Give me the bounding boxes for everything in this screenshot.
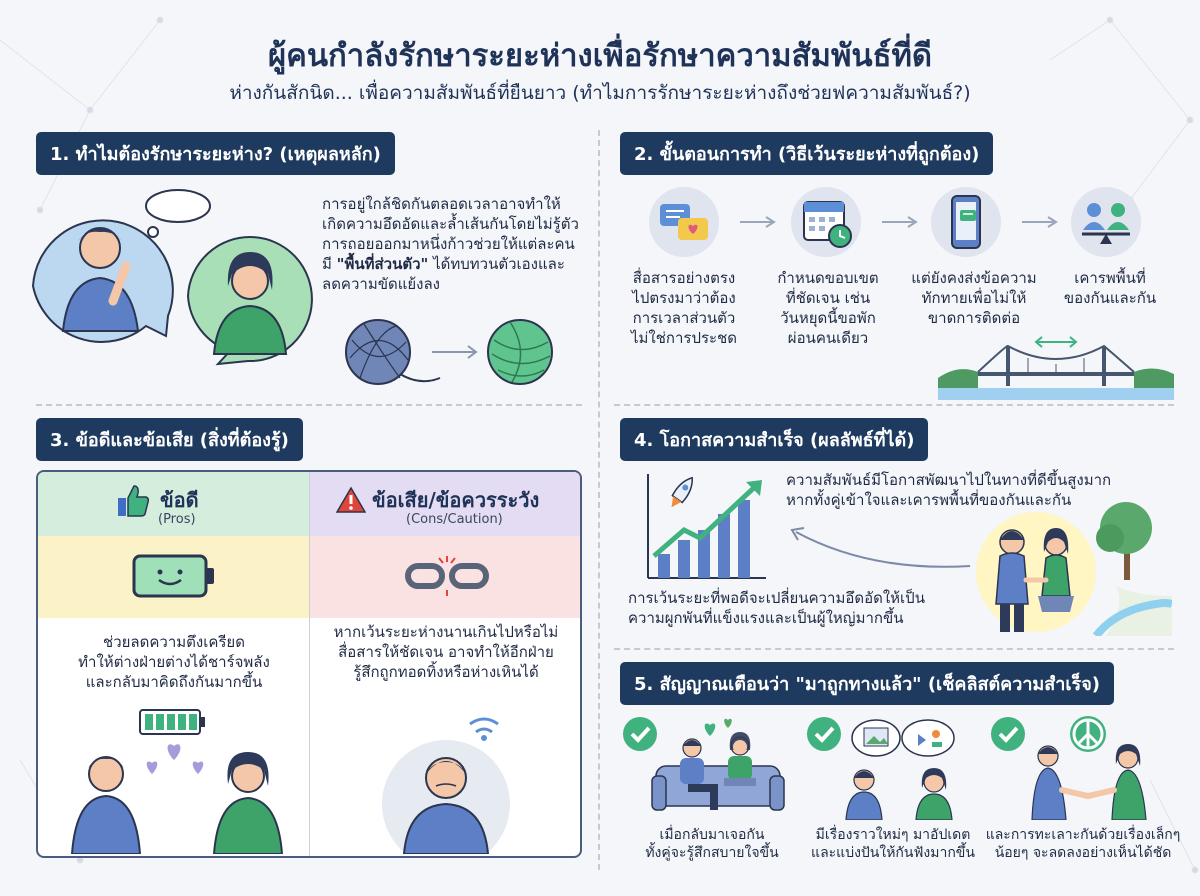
chat-bubbles-icon <box>649 187 719 257</box>
broken-chain-icon <box>405 556 489 596</box>
section4-line: หากทั้งคู่เข้าใจและเคารพพื้นที่ของกันและ… <box>786 491 1072 509</box>
checklist-line: น้อยๆ จะลดลงอย่างเห็นได้ชัด <box>994 845 1172 861</box>
section-divider-left <box>36 404 582 406</box>
section4-line: ความสัมพันธ์มีโอกาสพัฒนาไปในทางที่ดีขึ้น… <box>786 471 1112 489</box>
pros-header-band <box>38 472 309 536</box>
curved-arrow <box>790 527 971 568</box>
section2-heading: 2. ขั้นตอนการทำ (วิธีเว้นระยะห่างที่ถูกต… <box>620 132 994 175</box>
step-line: ผ่อนคนเดียว <box>787 329 869 347</box>
growth-chart-rocket-illustration <box>647 474 766 579</box>
step-line: ขาดการติดต่อ <box>927 309 1021 327</box>
section1-line: การถอยออกมาหนึ่งก้าวช่วยให้แต่ละคน <box>322 235 575 253</box>
section1-line: การอยู่ใกล้ชิดกันตลอดเวลาอาจทำให้ <box>322 195 561 213</box>
calendar-clock-icon <box>791 187 861 257</box>
check-circle-icon <box>991 717 1025 751</box>
thumbs-up-icon <box>118 485 149 517</box>
checklist-line: เมื่อกลับมาเจอกัน <box>659 827 765 843</box>
happy-battery-icon <box>132 554 214 598</box>
couple-thinking-illustration <box>31 189 313 366</box>
step-1-icon-wrap <box>648 186 720 258</box>
pros-cons-panel: ข้อดี (Pros) ช่วยลดความตึงเครียด ทำให้ต่… <box>36 470 582 858</box>
step-arrow-3 <box>1022 216 1058 228</box>
recharged-couple-illustration <box>70 709 284 854</box>
section4-heading: 4. โอกาสความสำเร็จ (ผลลัพธ์ที่ได้) <box>620 418 929 461</box>
section1-line: ลดความขัดแย้งลง <box>322 275 440 293</box>
check-circle-icon <box>623 717 657 751</box>
step-line: กำหนดขอบเขต <box>777 269 879 287</box>
checklist-line: และแบ่งปันให้กันฟังมากขึ้น <box>811 845 975 861</box>
cons-title: ข้อเสีย/ข้อควรระวัง <box>372 488 540 512</box>
pros-line: ช่วยลดความตึงเครียด <box>103 633 245 651</box>
cons-text: หากเว้นระยะห่างนานเกินไปหรือไม่ สื่อสารใ… <box>310 622 580 682</box>
checklist-line: มีเรื่องราวใหม่ๆ มาอัปเดต <box>815 827 971 843</box>
couple-relaxing-sofa-illustration <box>651 718 785 811</box>
step-line: เคารพพื้นที่ <box>1074 269 1146 287</box>
section1-heading: 1. ทำไมต้องรักษาระยะห่าง? (เหตุผลหลัก) <box>36 132 395 175</box>
step-1-text: สื่อสารอย่างตรง ไปตรงมาว่าต้อง การเวลาส่… <box>614 268 754 348</box>
check-circle-icon <box>807 717 841 751</box>
smartphone-message-icon <box>931 187 1001 257</box>
step-arrow-1 <box>740 216 776 228</box>
cons-column: ข้อเสีย/ข้อควรระวัง (Cons/Caution) หากเว… <box>310 472 580 856</box>
couple-sharing-stories-illustration <box>845 719 955 820</box>
section1-line: มี "พื้นที่ส่วนตัว" ได้ทบทวนตัวเองและ <box>322 255 565 273</box>
personal-space-emphasis: "พื้นที่ส่วนตัว" <box>336 255 429 273</box>
step-line: สื่อสารอย่างตรง <box>632 269 736 287</box>
cons-icon-band <box>310 536 580 618</box>
pros-line: ทำให้ต่างฝ่ายต่างได้ชาร์จพลัง <box>78 653 270 671</box>
step-line: วันหยุดนี้ขอพัก <box>780 309 876 327</box>
checklist-item-3-text: และการทะเลาะกันด้วยเรื่องเล็กๆ น้อยๆ จะล… <box>980 826 1186 862</box>
checklist-line: และการทะเลาะกันด้วยเรื่องเล็กๆ <box>985 827 1181 843</box>
cons-line: รู้สึกถูกทอดทิ้งหรือห่างเหินได้ <box>353 663 539 681</box>
warning-icon <box>336 486 366 513</box>
section4-bottom-text: การเว้นระยะที่พอดีจะเปลี่ยนความอึดอัดให้… <box>628 588 968 628</box>
couple-handshake-peace-illustration <box>1031 716 1147 820</box>
step-line: ไปตรงมาว่าต้อง <box>632 289 736 307</box>
step-2-text: กำหนดขอบเขต ที่ชัดเจน เช่น วันหยุดนี้ขอพ… <box>758 268 898 348</box>
step-4-text: เคารพพื้นที่ ของกันและกัน <box>1050 268 1170 308</box>
checklist-item-1-text: เมื่อกลับมาเจอกัน ทั้งคู่จะรู้สึกสบายใจข… <box>622 826 802 862</box>
pros-column: ข้อดี (Pros) ช่วยลดความตึงเครียด ทำให้ต่… <box>38 472 310 856</box>
step-line: ไม่ใช่การประชด <box>630 329 738 347</box>
column-divider <box>598 130 600 870</box>
step-3-icon-wrap <box>930 186 1002 258</box>
section5-heading: 5. สัญญาณเตือนว่า "มาถูกทางแล้ว" (เช็คลิ… <box>620 662 1114 705</box>
step-line: ที่ชัดเจน เช่น <box>785 289 871 307</box>
checklist-line: ทั้งคู่จะรู้สึกสบายใจขึ้น <box>645 845 779 861</box>
section3-heading: 3. ข้อดีและข้อเสีย (สิ่งที่ต้องรู้) <box>36 418 303 461</box>
step-line: การเวลาส่วนตัว <box>632 309 736 327</box>
bridge-illustration <box>938 336 1174 400</box>
step-line: แต่ยังคงส่งข้อความ <box>911 269 1037 287</box>
page-subtitle: ห่างกันสักนิด... เพื่อความสัมพันธ์ที่ยืน… <box>229 82 971 104</box>
yarn-ball-untangled-illustration <box>345 319 553 385</box>
section-divider-right <box>614 404 1174 406</box>
pros-title: ข้อดี <box>160 488 199 512</box>
step-line: ทักทายเพื่อไม่ให้ <box>921 289 1027 307</box>
step-3-text: แต่ยังคงส่งข้อความ ทักทายเพื่อไม่ให้ ขาด… <box>900 268 1048 328</box>
step-4-icon-wrap <box>1070 186 1142 258</box>
section1-line: เกิดความอึดอัดและล้ำเส้นกันโดยไม่รู้ตัว <box>322 215 579 233</box>
couple-walking-illustration <box>976 502 1172 636</box>
pros-line: และกลับมาคิดถึงกันมากขึ้น <box>85 673 263 691</box>
step-2-icon-wrap <box>790 186 862 258</box>
section4-line: การเว้นระยะที่พอดีจะเปลี่ยนความอึดอัดให้… <box>628 589 925 607</box>
section4-line: ความผูกพันที่แข็งแรงและเป็นผู้ใหญ่มากขึ้… <box>628 609 904 627</box>
balance-people-icon <box>1071 187 1141 257</box>
lonely-person-illustration <box>382 717 510 854</box>
step-arrow-2 <box>882 216 918 228</box>
checklist-item-2-text: มีเรื่องราวใหม่ๆ มาอัปเดต และแบ่งปันให้ก… <box>800 826 986 862</box>
step-line: ของกันและกัน <box>1063 289 1157 307</box>
section1-text: การอยู่ใกล้ชิดกันตลอดเวลาอาจทำให้ เกิดคว… <box>322 194 590 294</box>
cons-line: สื่อสารให้ชัดเจน อาจทำให้อีกฝ่าย <box>338 643 554 661</box>
cons-subtitle: (Cons/Caution) <box>406 512 503 527</box>
pros-text: ช่วยลดความตึงเครียด ทำให้ต่างฝ่ายต่างได้… <box>38 632 310 692</box>
section4-top-text: ความสัมพันธ์มีโอกาสพัฒนาไปในทางที่ดีขึ้น… <box>786 470 1166 510</box>
section-divider-right-2 <box>614 648 1174 650</box>
page-title: ผู้คนกำลังรักษาระยะห่างเพื่อรักษาความสัม… <box>267 38 933 74</box>
cons-line: หากเว้นระยะห่างนานเกินไปหรือไม่ <box>333 623 559 641</box>
pros-subtitle: (Pros) <box>158 512 196 527</box>
